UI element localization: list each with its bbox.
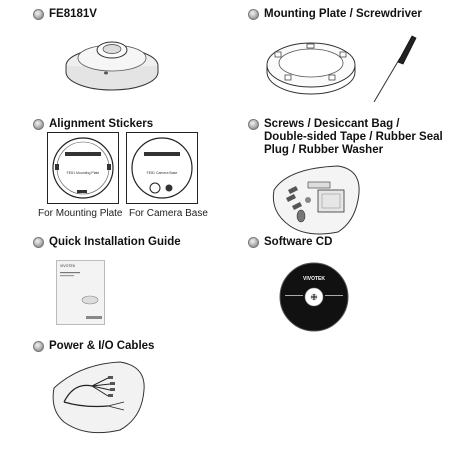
sticker-camera-base: FE81 Camera Base [126, 132, 198, 204]
heading-alignment-stickers: Alignment Stickers [33, 118, 153, 131]
camera-dome-icon [65, 41, 159, 91]
caption-mounting-plate: For Mounting Plate [38, 208, 123, 219]
item-title: FE8181V [49, 8, 97, 20]
heading-cables: Power & I/O Cables [33, 340, 154, 353]
item-title-line: Screws / Desiccant Bag / [264, 118, 400, 130]
bullet-icon [33, 341, 44, 352]
sticker-label: FE81 Camera Base [147, 171, 178, 175]
heading-mounting-plate: Mounting Plate / Screwdriver [248, 8, 422, 21]
item-title: Quick Installation Guide [49, 236, 181, 248]
caption-camera-base: For Camera Base [129, 208, 208, 219]
bullet-icon [33, 119, 44, 130]
bullet-icon [248, 237, 259, 248]
cd-brand: VIVOTEK [303, 276, 325, 282]
booklet-brand: VIVOTEK [60, 264, 76, 268]
bullet-icon [33, 9, 44, 20]
sticker-mounting-plate: FE81 Mounting Plate [47, 132, 119, 204]
bullet-icon [248, 119, 259, 130]
item-title: Alignment Stickers [49, 118, 154, 130]
item-title: Mounting Plate / Screwdriver [264, 8, 422, 20]
heading-accessory-bag: Screws / Desiccant Bag / Double-sided Ta… [248, 118, 443, 157]
cd-icon: VIVOTEK [279, 262, 349, 332]
item-title: Software CD [264, 236, 333, 248]
sticker-label: FE81 Mounting Plate [67, 171, 100, 175]
screwdriver-icon [373, 35, 417, 103]
accessory-bag-icon [272, 165, 360, 235]
heading-fe8181v: FE8181V [33, 8, 97, 21]
mounting-plate-icon [266, 42, 356, 95]
item-title-line: Plug / Rubber Washer [264, 144, 384, 156]
heading-quick-guide: Quick Installation Guide [33, 236, 181, 249]
booklet-icon: VIVOTEK [56, 260, 105, 325]
bullet-icon [248, 9, 259, 20]
bullet-icon [33, 237, 44, 248]
cable-icon [52, 361, 145, 434]
item-title-line: Double-sided Tape / Rubber Seal [264, 131, 443, 143]
item-title: Power & I/O Cables [49, 340, 155, 352]
heading-software-cd: Software CD [248, 236, 332, 249]
